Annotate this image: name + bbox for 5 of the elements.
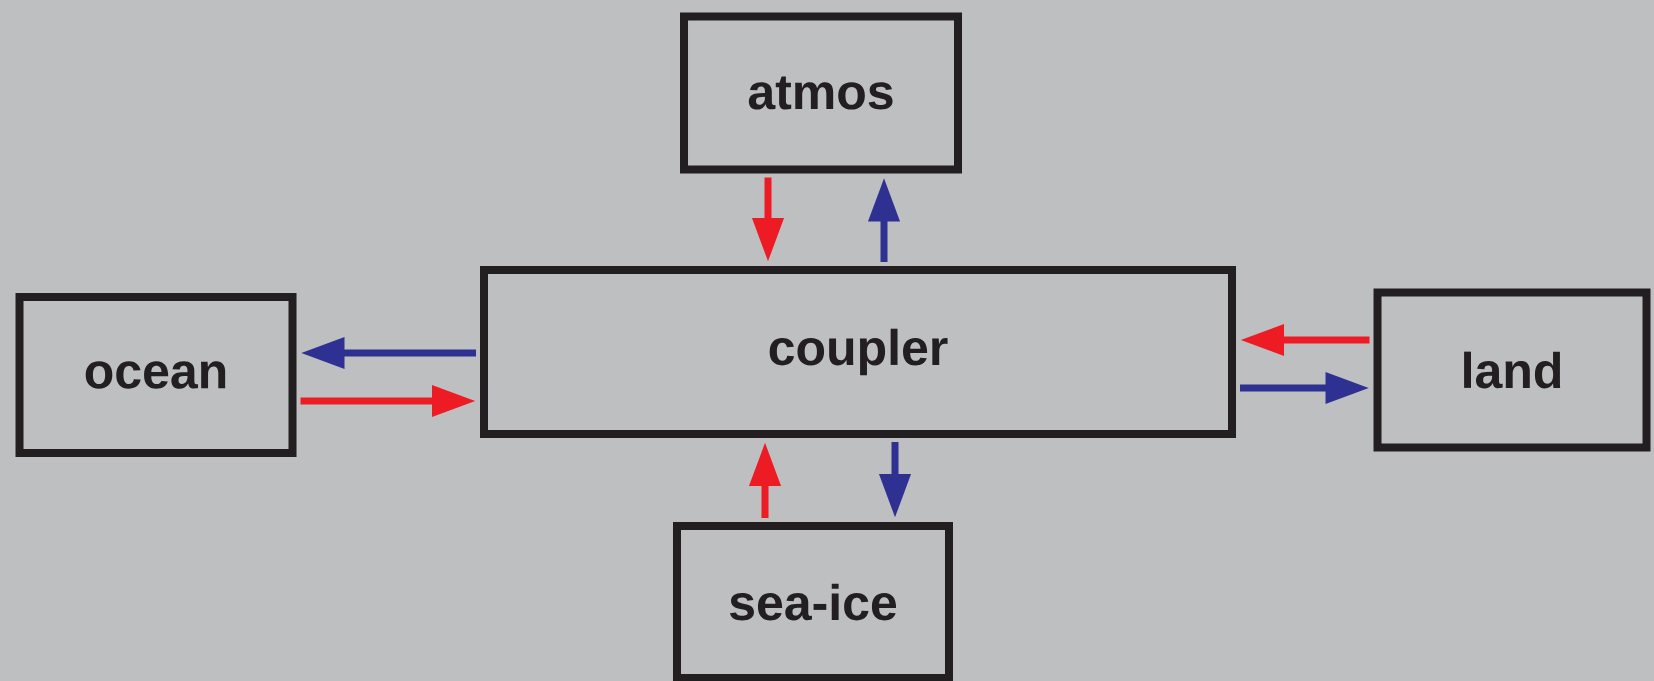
process-box: land [1373,288,1651,452]
process-box: ocean [15,293,297,457]
process-box: coupler [480,266,1236,438]
process-box: sea-ice [673,522,953,681]
process-box: atmos [680,12,962,174]
